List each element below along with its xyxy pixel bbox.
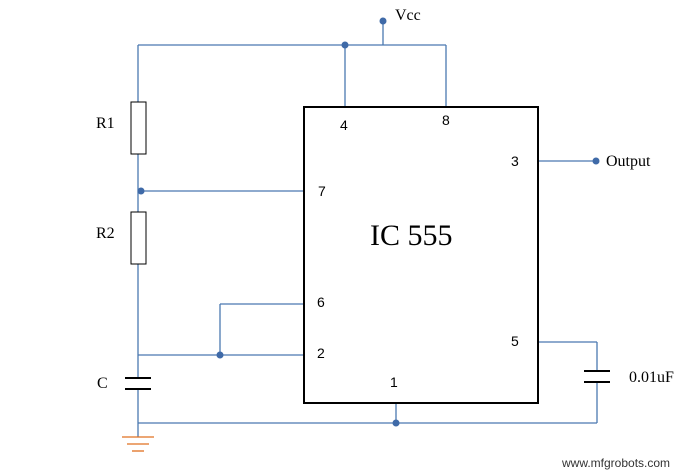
- pin-3-label: 3: [511, 153, 519, 169]
- pin-5-label: 5: [511, 333, 519, 349]
- pin-6-label: 6: [317, 294, 325, 310]
- node-bottom: [392, 419, 400, 427]
- resistor-r1: [130, 101, 147, 155]
- output-terminal: [592, 157, 600, 165]
- resistor-r2: [130, 211, 147, 265]
- chip-label: IC 555: [370, 219, 453, 252]
- capacitor-c: [125, 377, 151, 390]
- vcc-label: Vcc: [395, 7, 421, 24]
- r1-label: R1: [96, 115, 115, 132]
- pin-4-label: 4: [340, 117, 348, 133]
- r2-label: R2: [96, 225, 115, 242]
- pin-1-label: 1: [390, 374, 398, 390]
- vcc-terminal: [379, 17, 387, 25]
- pin-7-label: 7: [318, 183, 326, 199]
- capacitor-c2: [584, 370, 610, 383]
- ground-icon: [122, 436, 154, 452]
- pin-8-label: 8: [442, 112, 450, 128]
- ic-555-chip: [303, 106, 539, 404]
- pin-2-label: 2: [317, 345, 325, 361]
- node-pin2-6: [216, 351, 224, 359]
- nodes: [137, 17, 600, 427]
- c-label: C: [97, 375, 108, 392]
- watermark: www.mfgrobots.com: [561, 456, 670, 470]
- node-top: [341, 41, 349, 49]
- c2-value-label: 0.01uF: [629, 369, 674, 386]
- node-pin7: [137, 187, 145, 195]
- output-label: Output: [606, 153, 651, 170]
